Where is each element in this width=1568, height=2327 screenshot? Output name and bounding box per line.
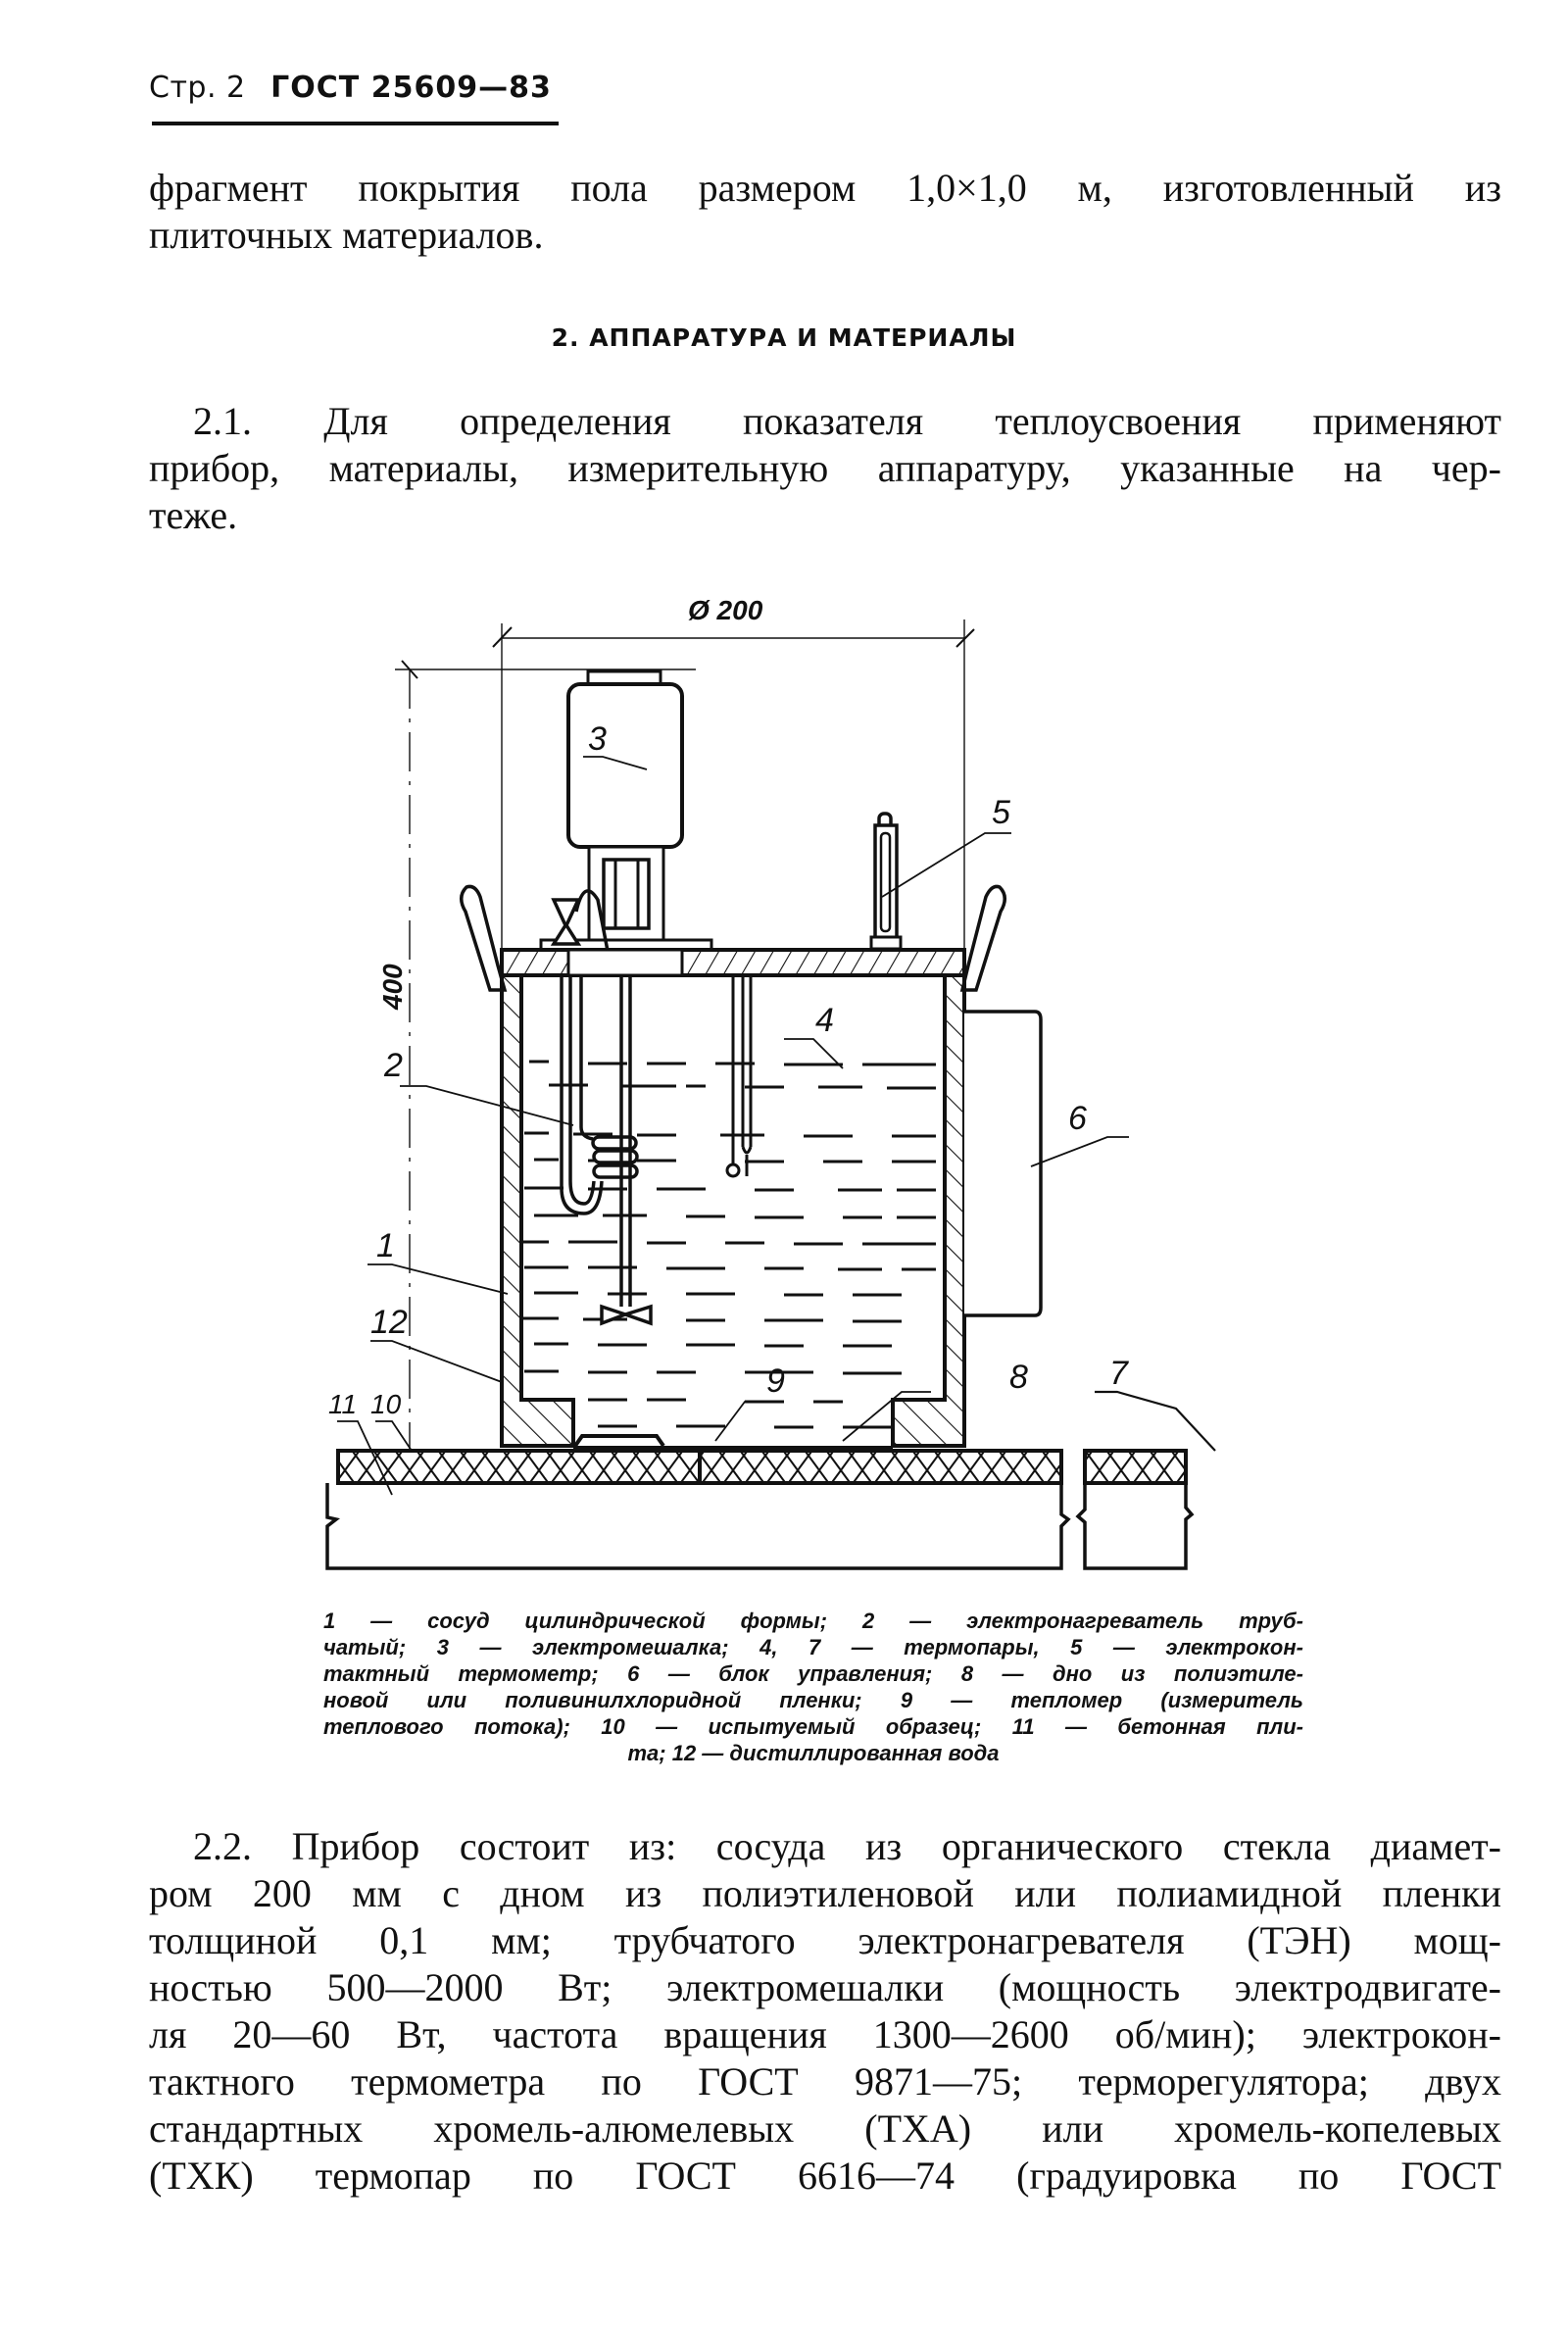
text-line: ля 20—60 Вт, частота вращения 1300—2600 …	[149, 2012, 1501, 2056]
caption-line: 1 — сосуд цилиндрической формы; 2 — элек…	[323, 1609, 1303, 1633]
label-8: 8	[1009, 1359, 1028, 1396]
standard-number: ГОСТ 25609—83	[270, 71, 552, 105]
text-line: 2.1. Для определения показателя теплоусв…	[193, 399, 1501, 443]
text-line: тактного термометра по ГОСТ 9871—75; тер…	[149, 2059, 1501, 2104]
page-header: Стр. 2 ГОСТ 25609—83	[149, 71, 552, 105]
stirrer-motor	[539, 669, 713, 952]
caption-line: теплового потока); 10 — испытуемый образ…	[323, 1714, 1303, 1739]
figure-caption: 1 — сосуд цилиндрической формы; 2 — элек…	[323, 1608, 1303, 1766]
thermocouple	[725, 975, 753, 1178]
text-line: ром 200 мм с дном из полиэтиленовой или …	[149, 1871, 1501, 1915]
label-6: 6	[1068, 1100, 1087, 1137]
label-1: 1	[376, 1227, 395, 1264]
apparatus-diagram: Ø 200 400	[325, 595, 1216, 1570]
text-line: толщиной 0,1 мм; трубчатого электронагре…	[149, 1918, 1501, 1962]
label-2: 2	[383, 1047, 403, 1084]
dimension-height-label: 400	[377, 964, 408, 1011]
intro-paragraph: фрагмент покрытия пола размером 1,0×1,0 …	[149, 165, 1501, 259]
contact-thermometer	[869, 812, 903, 951]
leader-lines	[337, 756, 1216, 1496]
label-9: 9	[766, 1362, 785, 1400]
header-rule	[152, 122, 559, 125]
stirrer-shaft	[600, 975, 653, 1326]
label-12: 12	[370, 1304, 408, 1341]
text-line: прибор, материалы, измерительную аппарат…	[149, 446, 1501, 490]
label-10: 10	[370, 1389, 402, 1419]
heater-terminal	[550, 889, 610, 952]
caption-line: та; 12 — дистиллированная вода	[627, 1741, 1000, 1765]
dimension-diameter-label: Ø 200	[688, 595, 763, 625]
text-line: ностью 500—2000 Вт; электромешалки (мощн…	[149, 1965, 1501, 2009]
distilled-water	[521, 1060, 936, 1429]
label-4: 4	[815, 1002, 834, 1039]
text-line: плиточных материалов.	[149, 213, 544, 257]
paragraph-2-2: 2.2. Прибор состоит из: сосуда из органи…	[149, 1823, 1501, 2200]
paragraph-2-1: 2.1. Для определения показателя теплоусв…	[149, 398, 1501, 539]
text-line: теже.	[149, 493, 238, 537]
page-number: Стр. 2	[149, 71, 246, 105]
text-line: фрагмент покрытия пола размером 1,0×1,0 …	[149, 166, 1501, 210]
text-line: 2.2. Прибор состоит из: сосуда из органи…	[193, 1824, 1501, 1868]
caption-line: тактный термометр; 6 — блок управления; …	[323, 1661, 1303, 1686]
caption-line: чатый; 3 — электромешалка; 4, 7 — термоп…	[323, 1635, 1303, 1659]
dimension-height	[395, 660, 696, 1451]
label-7: 7	[1109, 1355, 1129, 1392]
caption-line: новой или поливинилхлоридной пленки; 9 —…	[323, 1688, 1303, 1712]
tubular-heater	[560, 975, 639, 1215]
heat-flow-meter	[573, 1434, 665, 1448]
concrete-slab	[325, 1483, 1195, 1570]
dimension-diameter	[492, 619, 975, 965]
text-line: (ТХК) термопар по ГОСТ 6616—74 (градуиро…	[149, 2154, 1501, 2198]
test-sample	[336, 1449, 1188, 1485]
label-5: 5	[992, 794, 1010, 831]
label-11: 11	[328, 1389, 357, 1419]
label-3: 3	[588, 720, 607, 758]
control-unit	[964, 1010, 1043, 1317]
section-heading: 2. АППАРАТУРА И МАТЕРИАЛЫ	[551, 323, 1017, 352]
text-line: стандартных хромель-алюмелевых (ТХА) или…	[149, 2106, 1501, 2151]
